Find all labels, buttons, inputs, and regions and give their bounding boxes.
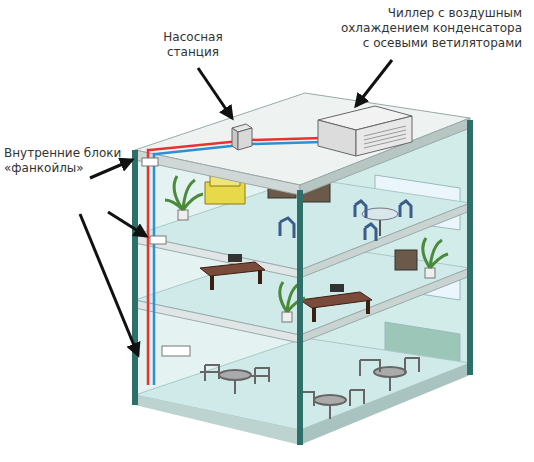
furniture — [200, 358, 419, 419]
callout-label: Насосная станция — [150, 30, 236, 60]
pump-station — [232, 124, 252, 150]
furniture — [200, 238, 448, 322]
building-frame — [135, 120, 470, 445]
callout-label: Внутренние блоки «фанкойлы» — [4, 146, 132, 176]
fan-coil-unit — [142, 158, 190, 356]
roof — [135, 93, 470, 195]
pipe — [148, 138, 322, 385]
callout-label: Чиллер с воздушным охлаждением конденсат… — [340, 6, 522, 51]
chiller — [318, 106, 412, 156]
leader-arrow — [80, 60, 392, 355]
